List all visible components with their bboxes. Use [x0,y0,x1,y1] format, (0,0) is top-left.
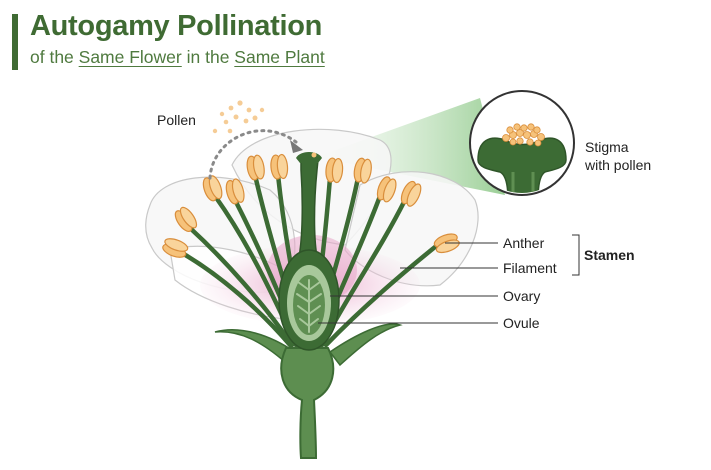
label-stigma-line1: Stigma [585,139,629,155]
pollen-grains [213,100,264,133]
label-stigma-line2: with pollen [584,157,651,173]
label-anther: Anther [503,235,545,251]
label-pollen: Pollen [157,112,196,128]
label-filament: Filament [503,260,557,276]
anther-7 [325,158,344,183]
label-stamen: Stamen [584,247,635,263]
stamen-bracket [572,235,579,275]
label-ovule: Ovule [503,315,540,331]
label-ovary: Ovary [503,288,540,304]
receptacle [281,348,333,458]
anther-6 [270,154,289,179]
stigma-pollen-grain [312,153,317,158]
